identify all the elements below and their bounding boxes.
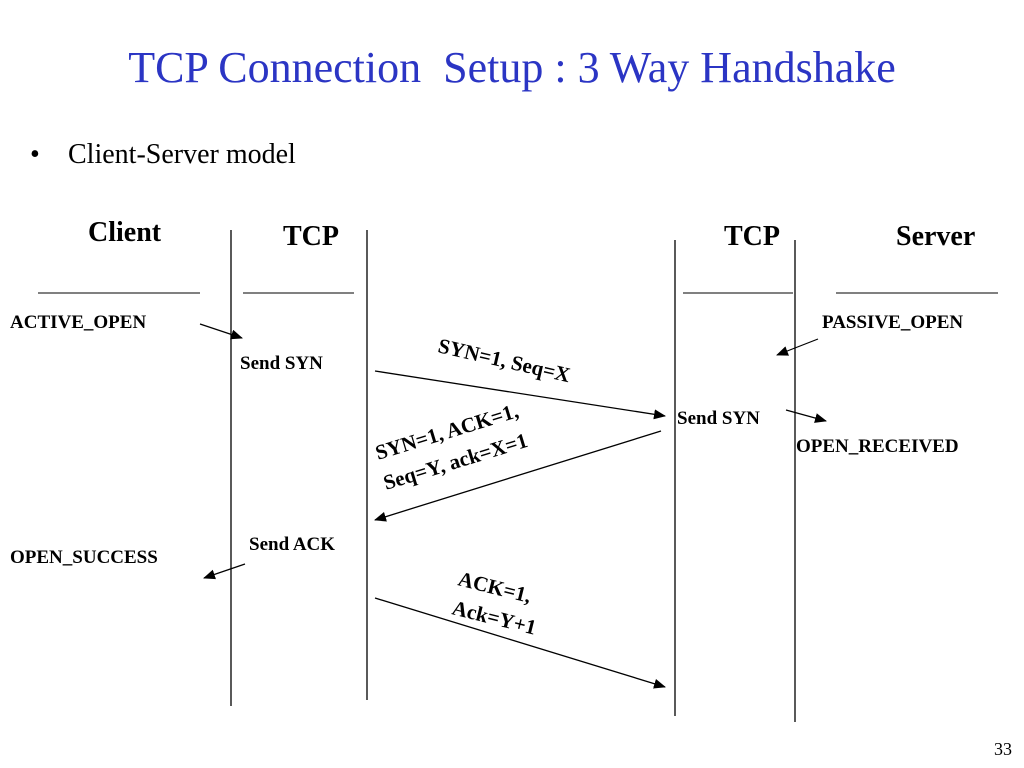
active-open-label: ACTIVE_OPEN xyxy=(10,312,146,333)
server-header: Server xyxy=(896,221,975,252)
slide-title: TCP Connection Setup : 3 Way Handshake xyxy=(128,43,896,92)
tcp-left-header: TCP xyxy=(283,221,339,252)
passive-open-arrow xyxy=(776,338,819,356)
send-syn-server-label: Send SYN xyxy=(677,408,760,429)
open-received-arrow xyxy=(785,409,827,423)
open-success-arrow xyxy=(203,563,246,580)
send-syn-client-label: Send SYN xyxy=(240,353,323,374)
bullet-item: • Client-Server model xyxy=(30,138,296,172)
open-received-label: OPEN_RECEIVED xyxy=(796,436,959,457)
bullet-text: Client-Server model xyxy=(68,139,296,170)
synack-message-arrow xyxy=(374,430,662,522)
bullet-dot-icon: • xyxy=(30,139,40,170)
passive-open-label: PASSIVE_OPEN xyxy=(822,312,963,333)
open-success-label: OPEN_SUCCESS xyxy=(10,547,158,568)
tcp-right-header: TCP xyxy=(724,221,780,252)
ack-message-arrow xyxy=(374,597,666,689)
syn-message-label: SYN=1, Seq=X xyxy=(436,333,573,387)
page-number: 33 xyxy=(994,739,1012,759)
syn-message-arrow xyxy=(374,370,666,420)
active-open-arrow xyxy=(199,323,243,340)
send-ack-label: Send ACK xyxy=(249,534,335,555)
client-header: Client xyxy=(88,217,162,248)
